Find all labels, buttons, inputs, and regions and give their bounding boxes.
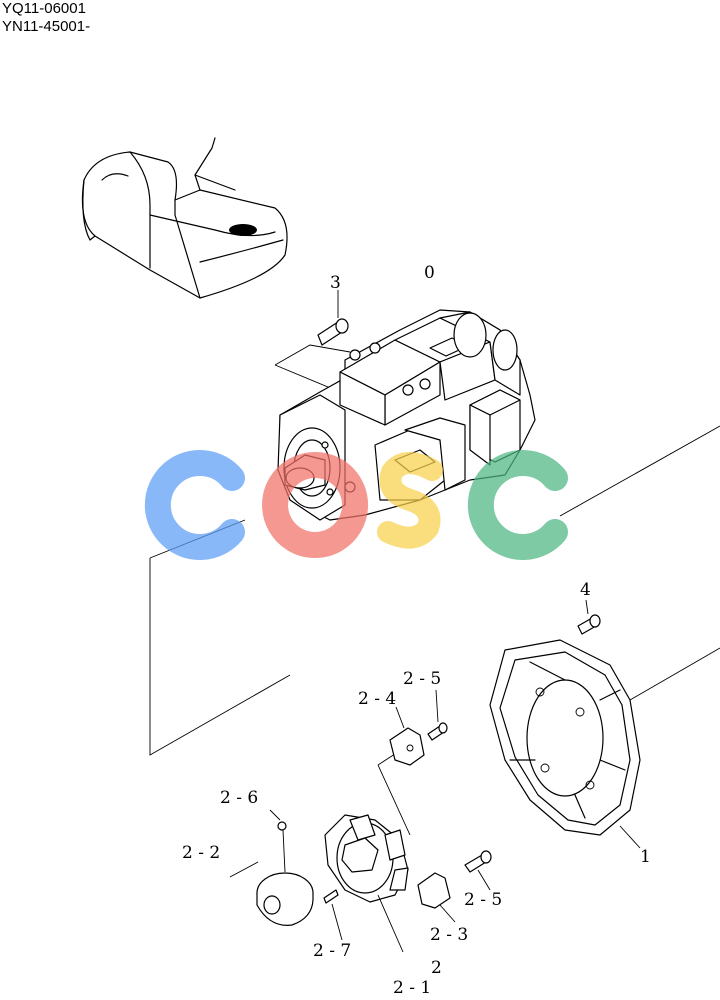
watermark-letter-c2: [467, 450, 568, 560]
bolt-insert-lower: [464, 850, 492, 891]
watermark-letter-c1: [144, 450, 245, 560]
serial-range-2: YN11-45001-: [2, 18, 91, 35]
coupling-hub: [324, 751, 411, 953]
flywheel-housing: [489, 639, 641, 849]
callout-bolt-insert-lower: 2 - 5: [464, 890, 502, 910]
callout-spline-hub: 2 - 2: [182, 843, 220, 863]
bolt-pump-mount: [317, 290, 349, 346]
callout-housing: 1: [640, 847, 651, 867]
callout-coupling-group: 2: [431, 958, 442, 978]
callout-set-screw: 2 - 6: [220, 788, 258, 808]
callout-insert-upper: 2 - 4: [358, 689, 396, 709]
callout-insert-lower: 2 - 3: [430, 925, 468, 945]
spline-hub: [229, 861, 314, 926]
machine-thumbnail: [81, 137, 288, 299]
callout-pin: 2 - 7: [313, 941, 351, 961]
callout-bolt-pump: 3: [330, 273, 341, 293]
watermark-letter-s: [377, 452, 443, 549]
callout-pump-assembly: 0: [424, 263, 435, 283]
bolt-insert-upper: [427, 689, 448, 741]
insert-lower: [417, 872, 456, 923]
set-screw: [269, 809, 287, 873]
serial-range-1: YQ11-06001: [2, 0, 86, 17]
pin: [323, 889, 343, 941]
insert-upper: [389, 706, 425, 766]
watermark-logo: [144, 450, 568, 560]
bolt-housing: [577, 599, 601, 635]
callout-bolt-insert-upper: 2 - 5: [403, 669, 441, 689]
callout-coupling-hub: 2 - 1: [393, 978, 431, 998]
callout-bolt-housing: 4: [580, 580, 591, 600]
watermark-letter-o: [262, 452, 369, 558]
